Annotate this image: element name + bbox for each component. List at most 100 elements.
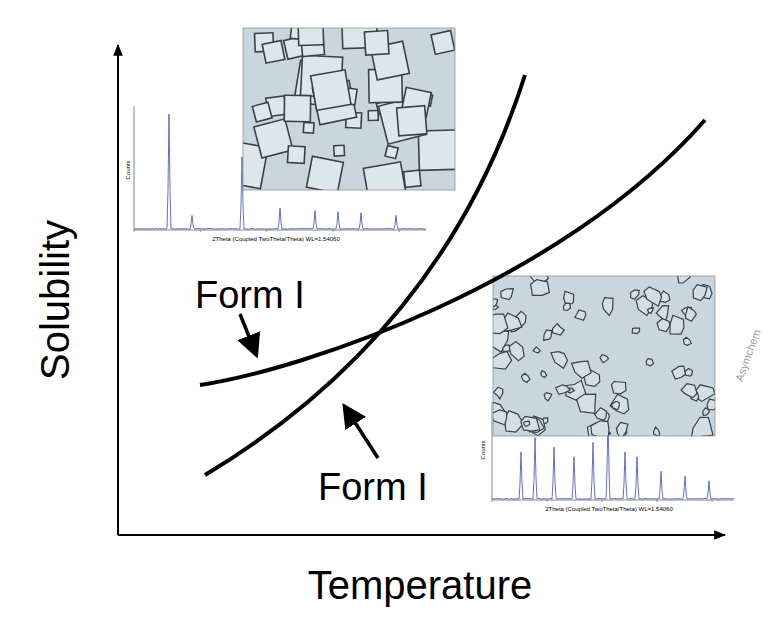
crystal <box>363 162 407 190</box>
crystal <box>493 410 507 425</box>
crystal <box>564 291 574 304</box>
xrd-tick <box>712 500 713 502</box>
watermark: Asymchem <box>734 328 763 383</box>
crystal <box>693 285 707 301</box>
crystal-group <box>243 28 455 190</box>
crystal <box>544 330 552 340</box>
inset-group <box>120 13 740 516</box>
crystal <box>595 408 607 420</box>
micrograph-border <box>243 28 455 190</box>
crystal <box>523 421 529 426</box>
crystal <box>521 417 540 432</box>
crystal <box>531 280 550 296</box>
crystal <box>431 31 455 55</box>
xrd-tick <box>492 500 493 502</box>
crystal <box>252 102 272 122</box>
crystal <box>707 399 715 410</box>
xrd-tick <box>266 230 267 232</box>
crystal <box>646 359 653 366</box>
y-axis <box>117 45 119 535</box>
crystal <box>418 130 455 170</box>
crystal <box>404 170 421 187</box>
x-axis <box>118 534 725 536</box>
crystal <box>503 345 511 352</box>
crystal <box>681 384 697 398</box>
crystal <box>591 421 609 436</box>
axis-title: Solubility <box>35 220 75 380</box>
crystal <box>654 427 660 436</box>
crystal <box>397 106 427 136</box>
crystal <box>493 387 503 399</box>
form-label: Form I <box>318 468 428 506</box>
crystal <box>298 28 324 46</box>
pointer-arrow <box>345 407 378 458</box>
crystal <box>385 145 398 158</box>
crystal <box>577 394 596 413</box>
crystal <box>683 337 691 345</box>
crystal <box>541 371 547 378</box>
xrd-axis-label: 2Theta (Coupled TwoTheta/Theta) WL=1.540… <box>545 506 672 512</box>
xrd-axis <box>492 402 493 500</box>
crystal <box>493 299 498 307</box>
crystal <box>311 70 351 110</box>
xrd-axis <box>134 230 426 231</box>
xrd-axis-label: Counts <box>480 440 486 459</box>
xrd-tick <box>602 500 603 502</box>
xrd-axis <box>134 106 135 230</box>
crystal <box>703 408 710 416</box>
crystal <box>644 287 662 306</box>
xrd-tick <box>333 230 334 232</box>
xrd-tick <box>200 230 201 232</box>
crystal <box>648 308 654 314</box>
crystal <box>610 394 629 414</box>
xrd-axis-label: 2Theta (Coupled TwoTheta/Theta) WL=1.540… <box>212 236 339 242</box>
crystal <box>368 111 378 121</box>
crystal <box>612 401 620 409</box>
crystal <box>677 276 690 283</box>
crystal <box>521 373 530 382</box>
xrd-tick <box>547 500 548 502</box>
crystal <box>600 355 608 363</box>
crystal <box>572 361 592 378</box>
crystal <box>602 298 613 316</box>
solubility-curve <box>200 120 705 385</box>
crystal-group <box>493 276 715 436</box>
crystal <box>632 328 640 333</box>
crystal <box>556 385 571 395</box>
crystal <box>493 352 512 370</box>
crystal <box>287 146 305 164</box>
xrd-axis <box>492 500 734 501</box>
micrograph-border <box>493 276 715 436</box>
crystal <box>672 366 686 379</box>
crystal <box>551 352 568 369</box>
xrd-tick <box>134 230 135 232</box>
form-label: Form I <box>195 276 305 314</box>
solubility-curve <box>205 75 525 475</box>
crystal <box>691 417 713 436</box>
crystal <box>533 347 540 353</box>
crystal <box>657 319 670 332</box>
crystal <box>262 41 285 64</box>
crystal <box>284 95 310 121</box>
crystal <box>631 290 640 300</box>
xrd-tick <box>657 500 658 502</box>
crystal <box>501 289 514 300</box>
pointer-arrow <box>240 314 256 354</box>
crystal <box>617 422 628 436</box>
crystal <box>612 382 626 394</box>
crystal <box>544 393 551 401</box>
xrd-axis-label: Counts <box>125 160 131 179</box>
crystal <box>303 122 314 133</box>
micrograph <box>493 276 715 436</box>
crystal <box>696 385 715 402</box>
xrd-tick <box>399 230 400 232</box>
crystal <box>364 31 389 56</box>
crystal <box>493 314 508 334</box>
crystal <box>306 156 343 190</box>
axis-title: Temperature <box>308 565 533 605</box>
crystal <box>685 369 693 377</box>
crystal <box>553 324 565 336</box>
crystal <box>563 303 570 310</box>
crystal <box>686 307 697 321</box>
